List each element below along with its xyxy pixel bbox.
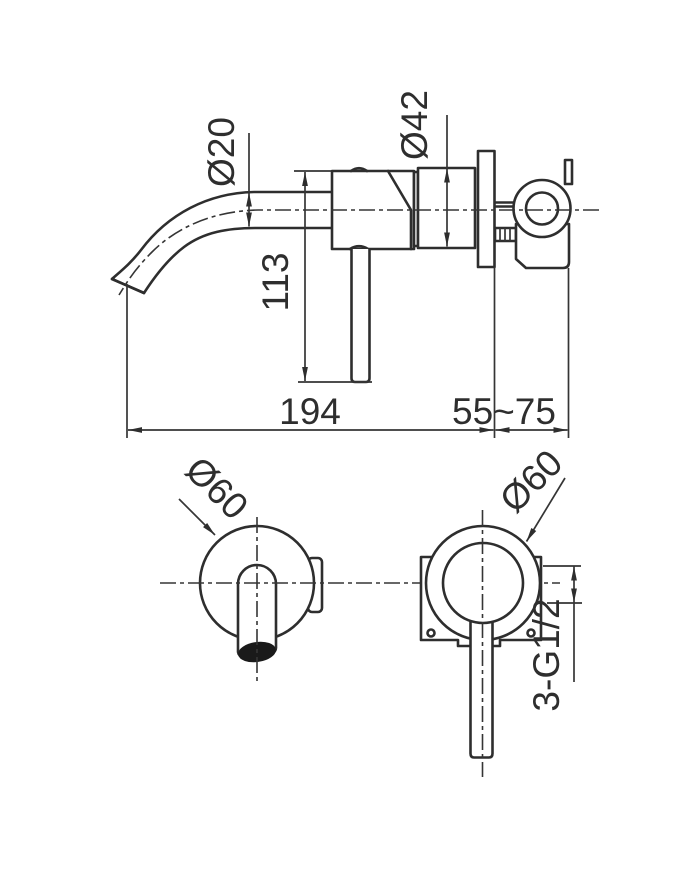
spout-side-outline <box>110 190 335 295</box>
valve-top-tab <box>563 158 574 186</box>
spout-end-cap <box>110 277 146 295</box>
dim-label-194: 194 <box>279 391 341 432</box>
inwall-valve <box>493 158 574 270</box>
wall-plate <box>476 149 496 269</box>
body-top-bump <box>349 166 369 173</box>
dim-cartridge-diameter: Ø42 <box>394 90 450 247</box>
dim-label-o20: Ø20 <box>201 117 242 187</box>
handle-flange-inner <box>441 541 525 625</box>
dim-label-o42: Ø42 <box>394 90 435 160</box>
screw-hole-left <box>426 628 436 638</box>
handle-collar <box>348 244 370 251</box>
dim-label-o60-right: Ø60 <box>492 442 570 520</box>
screw-hole-right <box>526 628 536 638</box>
handle-front-lever <box>469 610 494 759</box>
dim-spout-reach: 194 <box>126 267 496 438</box>
dim-label-113: 113 <box>255 253 296 312</box>
front-view-handle: Ø60 3-G1/2 <box>419 442 582 777</box>
dim-label-55-75: 55~75 <box>452 391 556 432</box>
valve-ring-inner <box>524 191 560 226</box>
handle-side <box>350 249 371 384</box>
dim-label-thread: 3-G1/2 <box>526 598 567 711</box>
side-view: Ø20 Ø42 113 194 55~75 <box>110 90 599 438</box>
dim-thread-connections: 3-G1/2 <box>526 565 582 712</box>
side-view-centerline <box>118 209 599 296</box>
dim-wall-depth: 55~75 <box>452 268 570 438</box>
dim-handle-length: 113 <box>255 170 372 383</box>
dim-label-o60-left: Ø60 <box>178 449 256 527</box>
dim-flange-diameter-right: Ø60 <box>492 442 570 542</box>
dim-spout-diameter: Ø20 <box>201 117 252 227</box>
dim-flange-diameter-left: Ø60 <box>178 449 256 536</box>
